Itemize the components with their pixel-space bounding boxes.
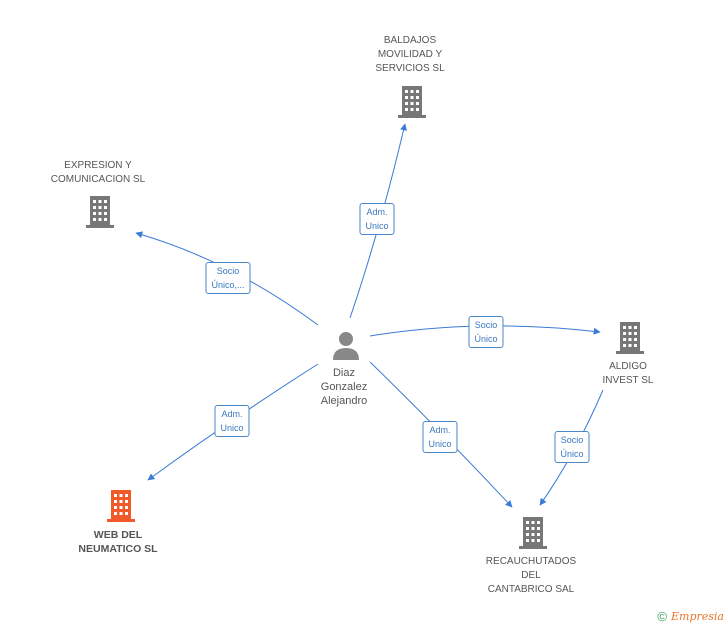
building-icon (616, 322, 644, 354)
edge-label-aldigo-to-recauchutados: Socio Único (554, 431, 590, 463)
copyright-symbol: © (657, 609, 667, 624)
node-label-aldigo[interactable]: ALDIGO INVEST SL (602, 361, 654, 386)
node-label-baldajos[interactable]: BALDAJOS MOVILIDAD Y SERVICIOS SL (375, 35, 445, 74)
building-icon (107, 490, 135, 522)
node-label-web[interactable]: WEB DEL NEUMATICO SL (78, 529, 158, 555)
edge-label-to-expresion: Socio Único,... (205, 262, 251, 294)
edge-label-to-recauchutados: Adm. Unico (422, 421, 458, 453)
empresia-logo[interactable]: Empresia (671, 610, 724, 623)
node-label-recauchutados[interactable]: RECAUCHUTADOS DEL CANTABRICO SAL (485, 556, 577, 595)
footer: © Empresia (657, 609, 724, 624)
edge-label-to-aldigo: Socio Único (468, 316, 504, 348)
edge-label-to-web: Adm. Unico (214, 405, 250, 437)
building-icon (86, 196, 114, 228)
edge-label-to-baldajos: Adm. Unico (359, 203, 395, 235)
node-label-person[interactable]: Diaz Gonzalez Alejandro (320, 367, 368, 407)
node-label-expresion[interactable]: EXPRESION Y COMUNICACION SL (50, 160, 146, 185)
person-icon (333, 332, 359, 360)
building-icon (519, 517, 547, 549)
building-icon (398, 86, 426, 118)
